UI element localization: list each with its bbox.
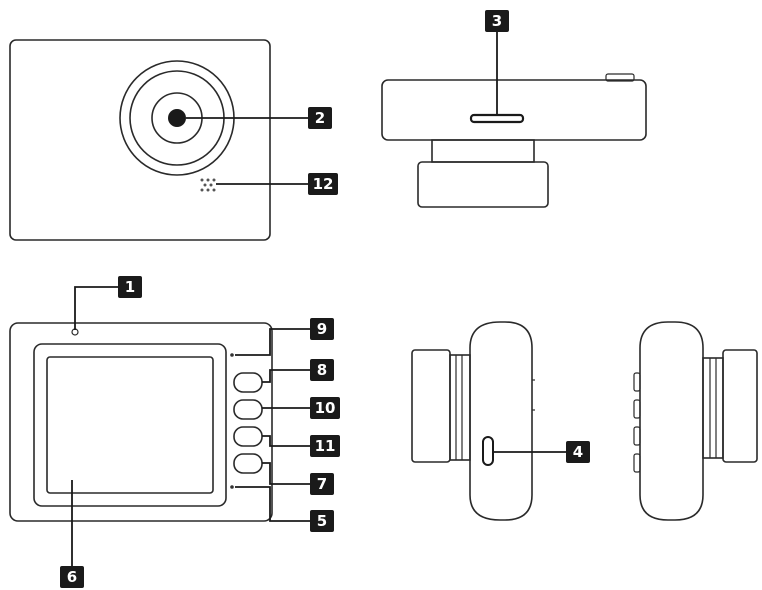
indicator-dot-5	[230, 485, 234, 489]
callout-5-text: 5	[317, 512, 327, 530]
back-view	[9, 322, 273, 522]
callout-6-text: 6	[67, 568, 77, 586]
back-body	[9, 322, 273, 522]
left-lens-2	[411, 349, 451, 463]
side-button-2	[633, 399, 641, 419]
right-side-view	[633, 321, 758, 521]
button-11	[233, 426, 263, 447]
callout-9-text: 9	[317, 320, 327, 338]
callout-6: 6	[60, 566, 84, 588]
callout-8-text: 8	[317, 361, 327, 379]
callout-3-text: 3	[492, 12, 502, 30]
callout-10: 10	[310, 397, 340, 419]
right-side-body	[639, 321, 704, 521]
callout-1-text: 1	[125, 278, 135, 296]
screen-display	[46, 356, 214, 494]
leader-lines	[71, 32, 566, 566]
callout-8: 8	[310, 359, 334, 381]
usb-port	[482, 436, 494, 466]
left-side-body	[469, 321, 533, 521]
front-body	[9, 39, 271, 241]
right-lens-1	[702, 357, 724, 459]
left-side-view	[411, 321, 535, 521]
screen-bezel	[33, 343, 227, 507]
callout-5: 5	[310, 510, 334, 532]
callout-7: 7	[310, 473, 334, 495]
side-button-3	[633, 426, 641, 446]
right-lens-2	[722, 349, 758, 463]
callout-11-text: 11	[315, 437, 336, 455]
top-body	[381, 79, 647, 141]
callout-4: 4	[566, 441, 590, 463]
callout-10-text: 10	[315, 399, 336, 417]
callout-4-text: 4	[573, 443, 583, 461]
callout-2-text: 2	[315, 109, 325, 127]
callout-12: 12	[308, 173, 338, 195]
callout-7-text: 7	[317, 475, 327, 493]
card-slot	[469, 113, 525, 124]
top-view	[381, 73, 647, 208]
lens-barrel-top-2	[417, 161, 549, 208]
button-8	[233, 372, 263, 393]
lens-glass	[168, 109, 186, 127]
lens-barrel-top-1	[431, 139, 535, 163]
speaker-grille	[200, 178, 216, 192]
callout-2: 2	[308, 107, 332, 129]
button-10	[233, 399, 263, 420]
callout-9: 9	[310, 318, 334, 340]
button-7	[233, 453, 263, 474]
indicator-dot-9	[230, 353, 234, 357]
front-view	[9, 39, 271, 241]
callout-1: 1	[118, 276, 142, 298]
callout-3: 3	[485, 10, 509, 32]
left-lens-1	[449, 354, 471, 461]
side-button-1	[633, 372, 641, 392]
callout-11: 11	[310, 435, 340, 457]
top-button	[605, 73, 635, 82]
callout-12-text: 12	[313, 175, 334, 193]
side-button-4	[633, 453, 641, 473]
